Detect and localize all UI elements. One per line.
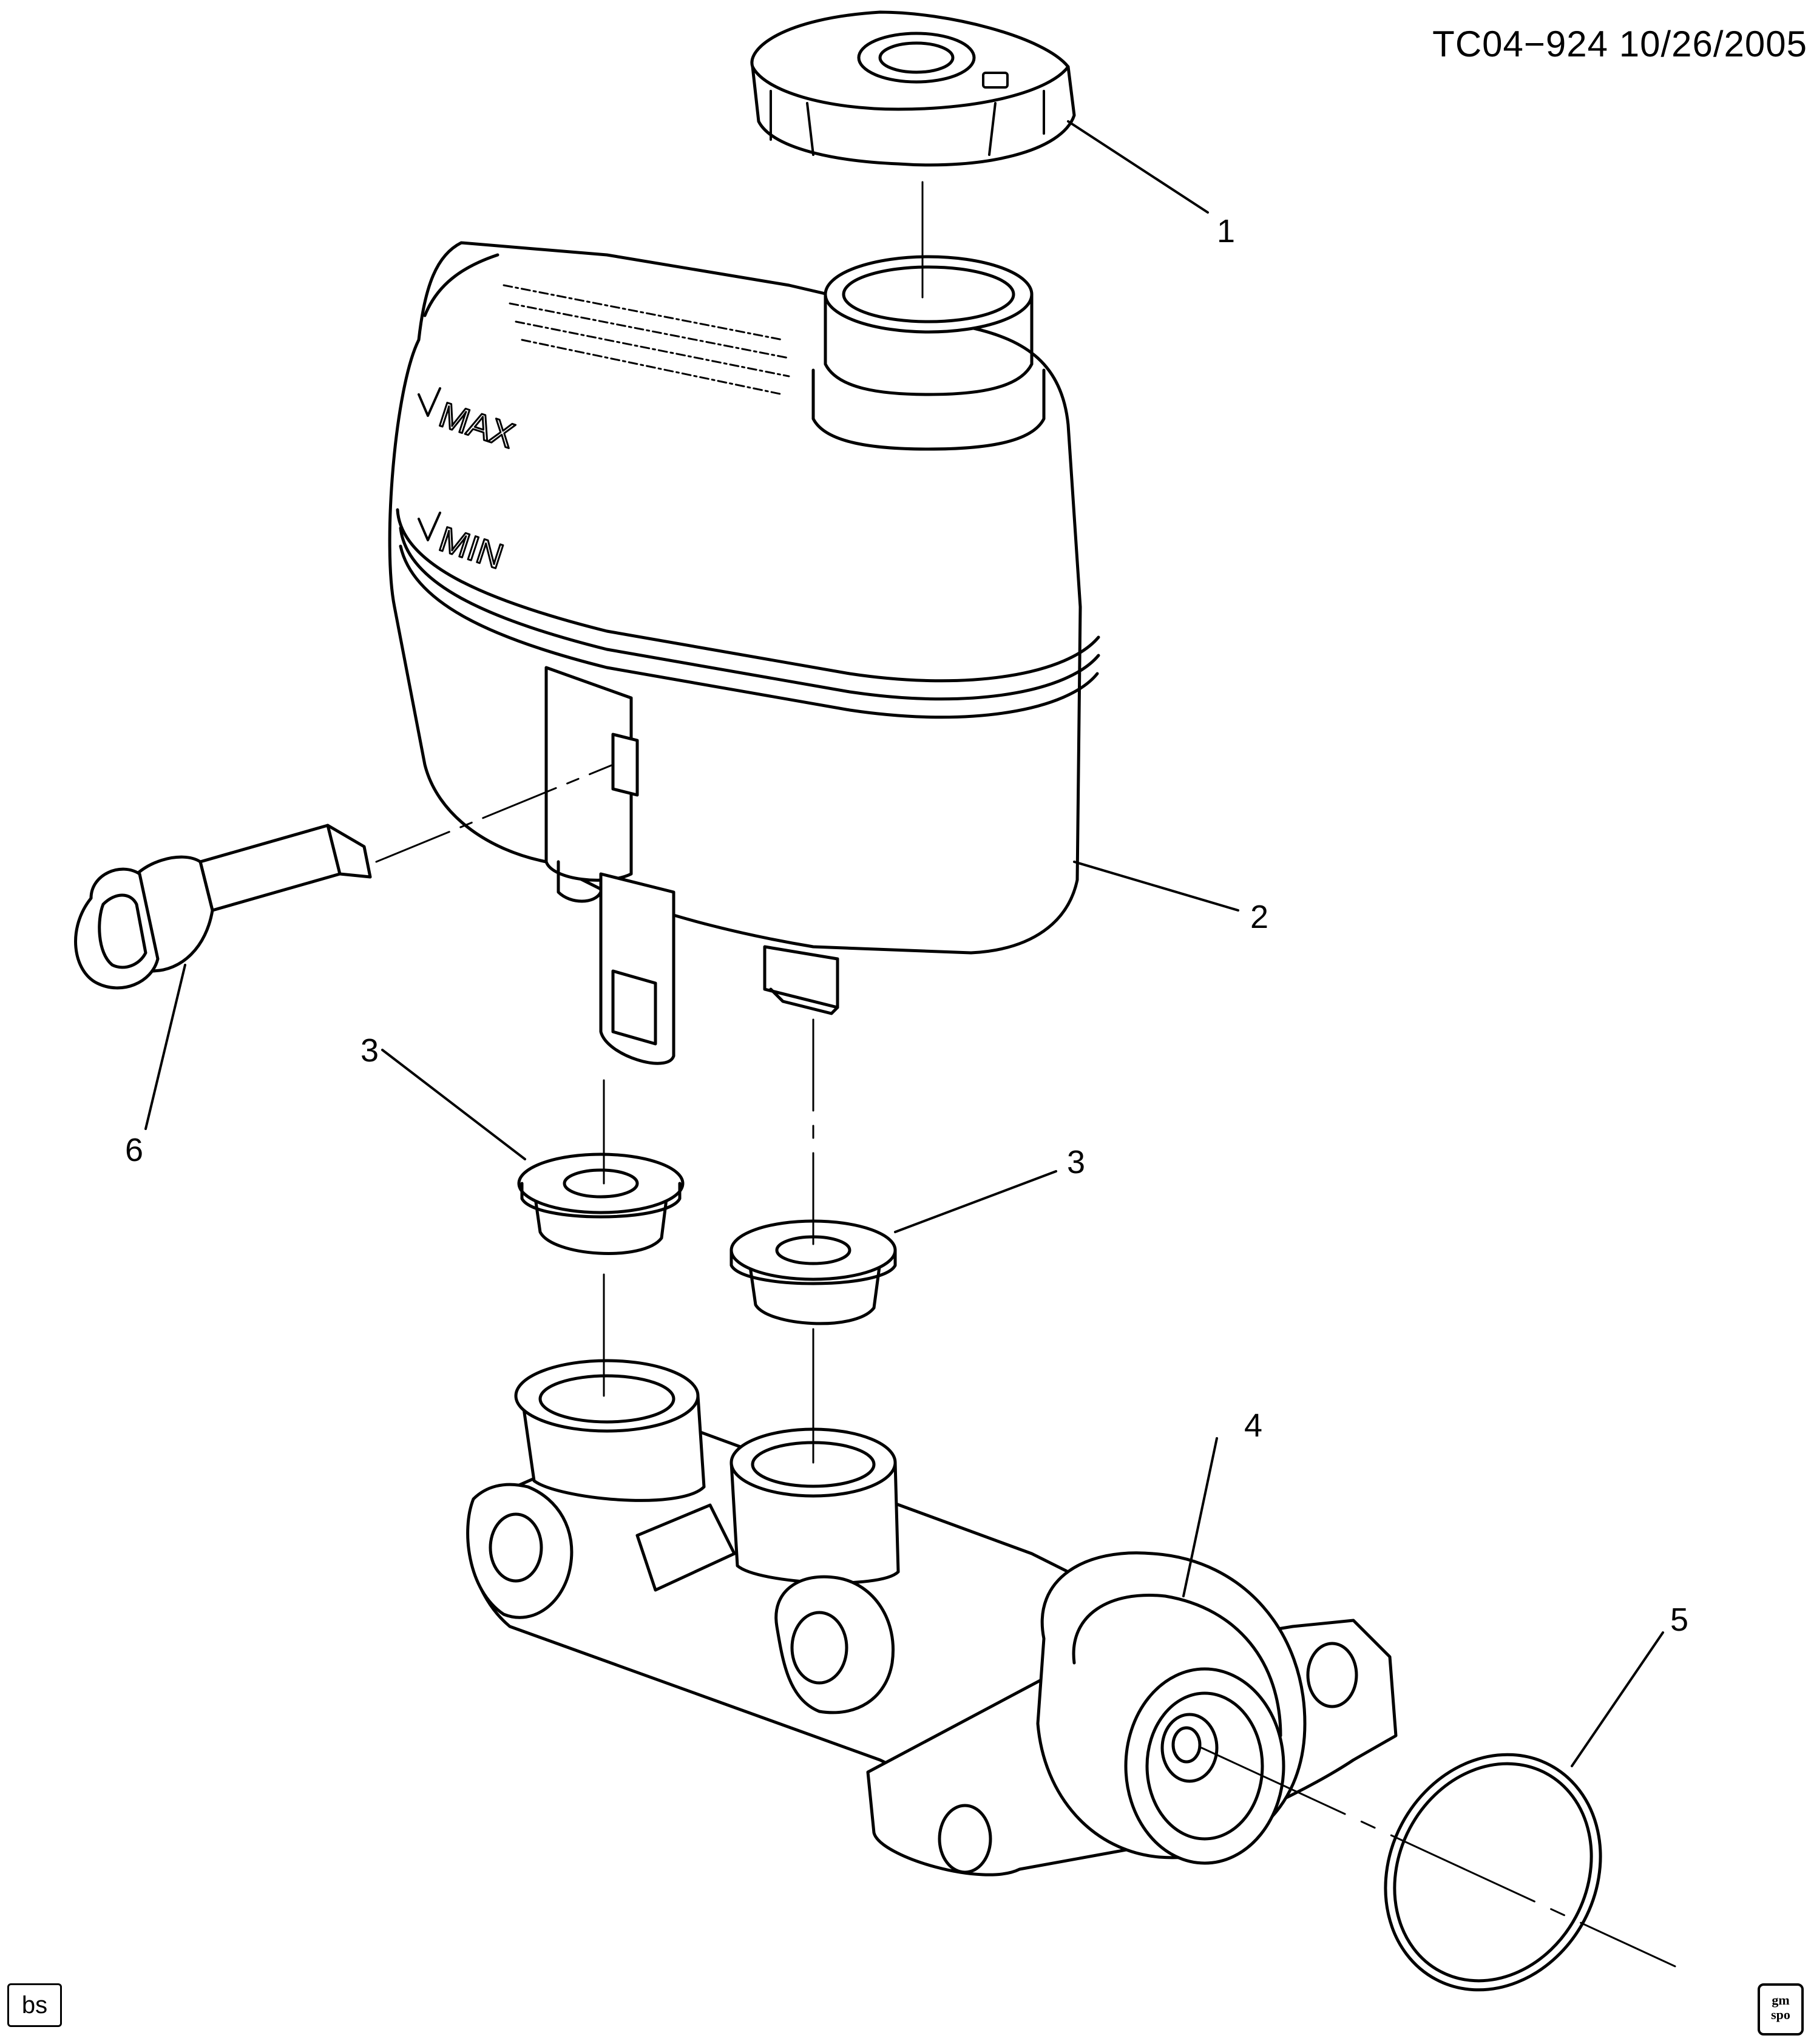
gm-spo-logo: gm spo bbox=[1758, 1983, 1804, 2036]
master-cylinder bbox=[466, 1359, 1398, 1876]
callout-3-left: 3 bbox=[361, 1032, 379, 1069]
logo-text-gm: gm bbox=[1772, 1992, 1790, 2008]
assembly-center-lines bbox=[375, 181, 1676, 1968]
callout-3-right: 3 bbox=[1067, 1144, 1086, 1180]
lid-instruction-text-pattern bbox=[503, 284, 790, 396]
o-ring bbox=[1384, 1753, 1602, 1992]
document-id: TC04−924 10/26/2005 bbox=[1432, 24, 1807, 64]
logo-text-spo: spo bbox=[1771, 2007, 1790, 2022]
reservoir: MAX MIN bbox=[388, 241, 1100, 1065]
callout-2: 2 bbox=[1250, 899, 1269, 935]
callout-4: 4 bbox=[1244, 1407, 1263, 1444]
callout-5: 5 bbox=[1670, 1602, 1689, 1638]
grommet-left bbox=[517, 1152, 685, 1255]
callout-1: 1 bbox=[1217, 213, 1236, 249]
reservoir-cap bbox=[750, 10, 1076, 167]
callout-6: 6 bbox=[125, 1132, 144, 1168]
fluid-level-sensor bbox=[74, 824, 372, 990]
callout-leader-lines bbox=[144, 120, 1664, 1767]
illustrator-badge: bs bbox=[7, 1983, 62, 2027]
